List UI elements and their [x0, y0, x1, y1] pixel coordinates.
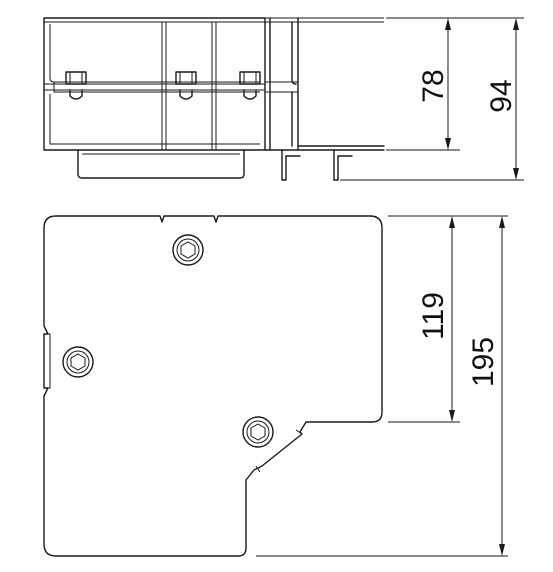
top-bolt-lower — [242, 416, 274, 448]
dim-label-94: 94 — [485, 79, 518, 112]
dim-label-195: 195 — [467, 337, 500, 387]
front-bottom-rim — [264, 145, 385, 151]
top-dimensions: 119 195 — [256, 215, 508, 557]
dim-label-119: 119 — [417, 292, 450, 340]
front-top-rim — [44, 17, 384, 23]
front-bolt-middle — [170, 71, 202, 100]
front-view — [43, 17, 385, 181]
front-divider-lines — [161, 22, 217, 150]
front-base-plate — [77, 149, 245, 179]
front-center-bar — [44, 83, 265, 91]
front-hook-left — [281, 149, 301, 181]
top-diagonal-notch — [255, 429, 303, 473]
top-bolt-left — [62, 346, 94, 378]
front-bolt-left — [60, 71, 92, 100]
top-view — [43, 215, 383, 557]
top-extension-lines — [256, 215, 508, 557]
dim-label-78: 78 — [417, 69, 450, 102]
front-right-inner — [265, 81, 298, 93]
top-slot-marks — [44, 333, 51, 389]
front-bolt-right — [232, 71, 262, 100]
top-bolt-upper — [172, 234, 204, 266]
front-hook-right — [333, 149, 353, 181]
top-plate-outline — [43, 215, 383, 557]
front-right-walls — [269, 17, 299, 151]
front-dimensions: 78 94 — [340, 17, 524, 181]
front-extension-lines — [340, 17, 524, 181]
